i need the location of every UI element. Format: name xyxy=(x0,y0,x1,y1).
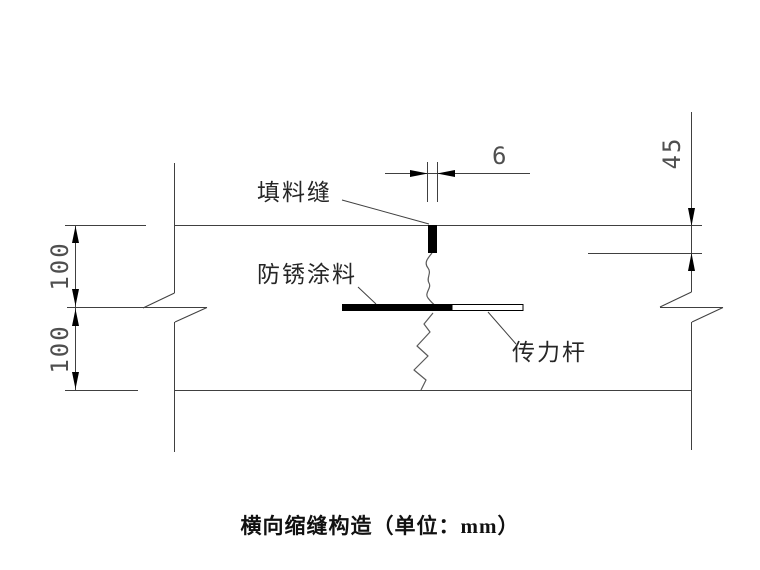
dim-100-lower-value: 100 xyxy=(46,324,74,374)
dim45-arrow-up xyxy=(688,253,695,271)
dim6-arrow-right xyxy=(410,170,428,177)
filler-joint-label: 填料缝 xyxy=(257,180,332,205)
dowel-bar-leader-line xyxy=(487,311,517,345)
drawing-caption: 横向缩缝构造（单位：mm） xyxy=(240,514,520,538)
dim6-arrow-left xyxy=(437,170,455,177)
dowel-bar-coated-half xyxy=(342,304,452,311)
dowel-bar-label: 传力杆 xyxy=(512,340,587,365)
left-break-lower-diagonal xyxy=(174,307,208,323)
dim100-arrow-down-mid xyxy=(72,289,79,306)
filler-joint-leader-line xyxy=(341,199,430,225)
dowel-bar-plain-half xyxy=(451,304,524,311)
right-break-upper-diagonal xyxy=(659,291,692,308)
dim45-arrow-down xyxy=(688,208,695,226)
antirust-coating-label: 防锈涂料 xyxy=(257,262,357,287)
dim-100-upper-value: 100 xyxy=(46,241,74,291)
crack-line-upper xyxy=(425,252,437,307)
antirust-leader-line xyxy=(357,286,377,305)
dim-6-value: 6 xyxy=(492,142,509,170)
dim100-arrow-down-bottom xyxy=(72,372,79,389)
dim-45-value: 45 xyxy=(658,136,686,170)
filler-joint-seal xyxy=(428,225,437,253)
dim100-arrow-up-top xyxy=(72,226,79,243)
dim100-arrow-up-mid xyxy=(72,309,79,326)
left-break-upper-diagonal xyxy=(142,292,175,309)
crack-line-lower xyxy=(413,312,434,391)
right-break-lower-diagonal xyxy=(691,307,724,323)
